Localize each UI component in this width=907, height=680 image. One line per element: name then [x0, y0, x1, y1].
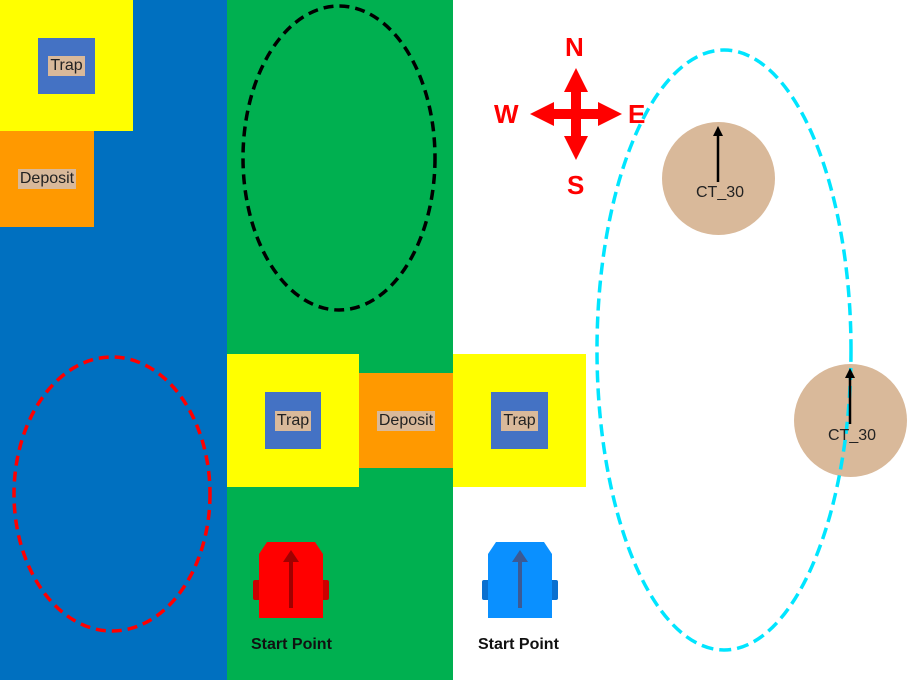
compass-east-label: E: [628, 99, 646, 129]
cyan-dashed-ellipse: [595, 48, 853, 652]
white-trap: Trap: [491, 392, 548, 449]
blue-trap-label: Trap: [48, 56, 85, 76]
green-deposit-label: Deposit: [376, 410, 436, 431]
blue-deposit-label: Deposit: [17, 169, 77, 189]
white-start-point-label: Start Point: [478, 636, 559, 653]
compass-north-label: N: [565, 32, 584, 62]
black-dashed-ellipse: [241, 4, 437, 312]
white-trap-label: Trap: [501, 410, 538, 431]
target-heading-arrow-top: [713, 126, 723, 182]
robot-icon: [482, 542, 558, 618]
green-start-point-label: Start Point: [251, 636, 332, 653]
red-dashed-ellipse: [12, 355, 212, 633]
robot-icon: [253, 542, 329, 618]
blue-trap: Trap: [38, 38, 95, 94]
target-ct30-top-label: CT_30: [696, 184, 745, 201]
green-trap: Trap: [265, 392, 321, 449]
target-ct30-right-label: CT_30: [828, 427, 877, 444]
compass-icon: [530, 68, 622, 160]
compass-south-label: S: [567, 170, 585, 200]
blue-deposit: Deposit: [0, 131, 94, 227]
target-heading-arrow-right: [845, 368, 855, 424]
compass-west-label: W: [494, 99, 519, 129]
green-trap-label: Trap: [274, 410, 312, 431]
green-deposit: Deposit: [359, 373, 453, 468]
